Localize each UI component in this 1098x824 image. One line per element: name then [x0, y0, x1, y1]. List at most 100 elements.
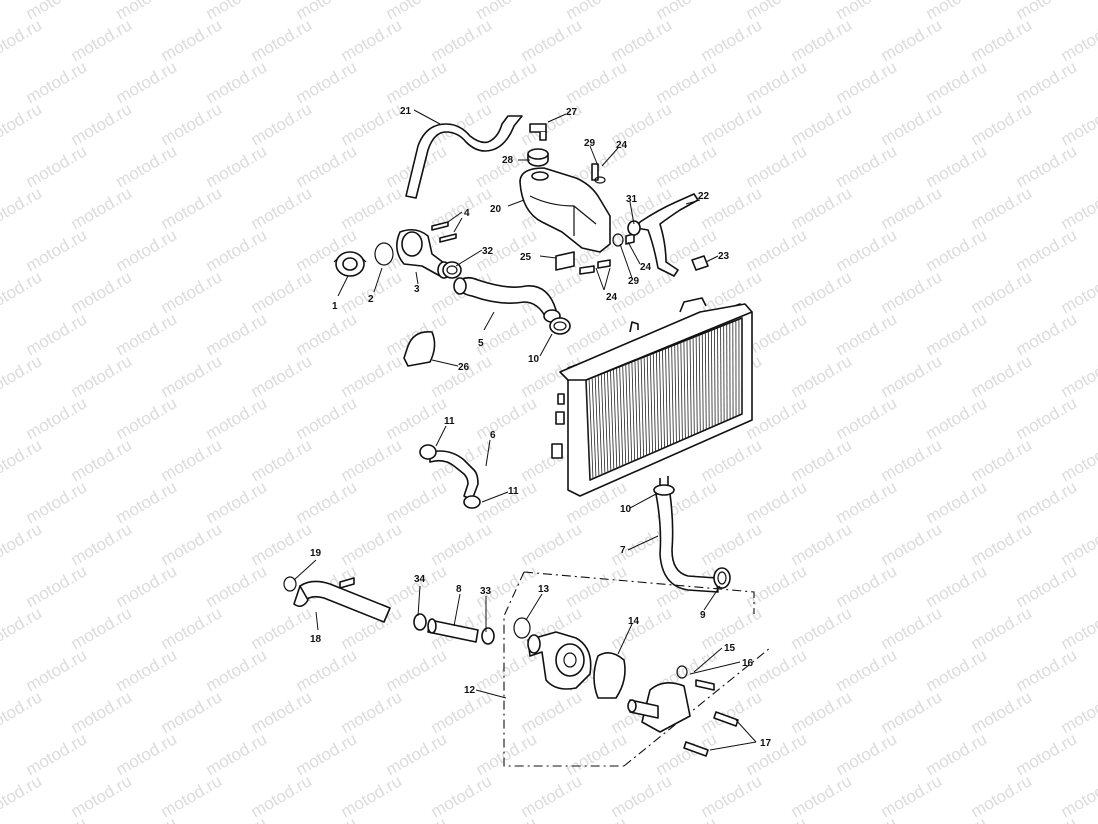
watermark-text: motod.ru — [878, 183, 946, 233]
watermark-text: motod.ru — [338, 15, 406, 65]
watermark-text: motod.ru — [833, 813, 901, 824]
watermark-text: motod.ru — [68, 99, 136, 149]
callout-9: 9 — [700, 610, 706, 621]
watermark-text: motod.ru — [743, 225, 811, 275]
callout-10-lower: 10 — [620, 504, 632, 515]
watermark-text: motod.ru — [1013, 225, 1081, 275]
watermark-text: motod.ru — [158, 183, 226, 233]
watermark-text: motod.ru — [248, 519, 316, 569]
watermark-text: motod.ru — [0, 519, 45, 569]
watermark-text: motod.ru — [473, 393, 541, 443]
callout-32: 32 — [482, 246, 494, 257]
watermark-text: motod.ru — [113, 729, 181, 779]
callout-5: 5 — [478, 338, 484, 349]
watermark-text: motod.ru — [698, 519, 766, 569]
callout-29-bottom: 29 — [628, 276, 640, 287]
callout-13: 13 — [538, 584, 550, 595]
watermark-text: motod.ru — [968, 351, 1036, 401]
watermark-text: motod.ru — [608, 267, 676, 317]
watermark-text: motod.ru — [743, 813, 811, 824]
watermark-text: motod.ru — [1058, 771, 1098, 821]
watermark-text: motod.ru — [1013, 57, 1081, 107]
watermark-text: motod.ru — [428, 519, 496, 569]
watermark-text: motod.ru — [878, 603, 946, 653]
thermostat-o-ring — [374, 242, 394, 266]
watermark-text: motod.ru — [833, 729, 901, 779]
reservoir-bracket — [555, 251, 575, 271]
callout-7: 7 — [620, 545, 626, 556]
watermark-text: motod.ru — [68, 15, 136, 65]
watermark-text: motod.ru — [0, 15, 45, 65]
watermark-text: motod.ru — [788, 435, 856, 485]
callout-33: 33 — [480, 586, 492, 597]
watermark-text: motod.ru — [518, 519, 586, 569]
watermark-text: motod.ru — [248, 183, 316, 233]
watermark-text: motod.ru — [608, 771, 676, 821]
callout-27: 27 — [566, 107, 578, 118]
radiator-fin — [619, 366, 624, 466]
watermark-text: motod.ru — [788, 687, 856, 737]
watermark-text: motod.ru — [473, 813, 541, 824]
watermark-text: motod.ru — [968, 603, 1036, 653]
watermark-text: motod.ru — [788, 519, 856, 569]
callout-34: 34 — [414, 574, 426, 585]
callout-12: 12 — [464, 685, 476, 696]
watermark-text: motod.ru — [743, 561, 811, 611]
watermark-text: motod.ru — [878, 771, 946, 821]
callout-2: 2 — [368, 294, 374, 305]
watermark-text: motod.ru — [1013, 309, 1081, 359]
watermark-text: motod.ru — [968, 771, 1036, 821]
watermark-text: motod.ru — [653, 729, 721, 779]
radiator-fin — [686, 339, 689, 438]
radiator-fin — [707, 331, 710, 429]
watermark-text: motod.ru — [1058, 99, 1098, 149]
watermark-text: motod.ru — [1058, 435, 1098, 485]
watermark-text: motod.ru — [203, 57, 271, 107]
watermark-text: motod.ru — [878, 99, 946, 149]
watermark-text: motod.ru — [923, 57, 991, 107]
watermark-text: motod.ru — [1058, 267, 1098, 317]
watermark-text: motod.ru — [518, 15, 586, 65]
watermark-text: motod.ru — [203, 141, 271, 191]
watermark-text: motod.ru — [788, 267, 856, 317]
watermark-text: motod.ru — [1013, 729, 1081, 779]
radiator-fin — [613, 369, 618, 469]
callout-16: 16 — [742, 658, 754, 669]
watermark-text: motod.ru — [158, 267, 226, 317]
watermark-text: motod.ru — [1058, 519, 1098, 569]
watermark-text: motod.ru — [788, 99, 856, 149]
watermark-text: motod.ru — [203, 561, 271, 611]
coolant-pipe-18 — [293, 577, 391, 623]
watermark-text: motod.ru — [0, 267, 45, 317]
radiator-fin — [701, 333, 704, 431]
radiator-fin — [655, 352, 659, 451]
callout-4: 4 — [464, 208, 470, 219]
radiator-fin — [714, 328, 716, 426]
clamp-31 — [627, 220, 641, 236]
watermark-text: motod.ru — [878, 351, 946, 401]
watermark-text: motod.ru — [23, 477, 91, 527]
watermark-text: motod.ru — [923, 393, 991, 443]
callout-26: 26 — [458, 362, 470, 373]
watermark-text: motod.ru — [0, 435, 45, 485]
housing-bolts — [431, 221, 457, 243]
callout-23: 23 — [718, 251, 730, 262]
radiator-fin — [637, 359, 642, 459]
watermark-text: motod.ru — [68, 183, 136, 233]
watermark-text: motod.ru — [833, 645, 901, 695]
hose-clamp-10-upper — [549, 317, 571, 335]
clamp-33 — [481, 627, 495, 645]
watermark-text: motod.ru — [68, 519, 136, 569]
radiator-fin — [594, 376, 600, 477]
watermark-text: motod.ru — [473, 57, 541, 107]
radiator-fin — [665, 348, 668, 447]
radiator-fin — [646, 355, 651, 455]
watermark-text: motod.ru — [203, 645, 271, 695]
callout-21: 21 — [400, 106, 412, 117]
watermark-text: motod.ru — [383, 477, 451, 527]
callout-15: 15 — [724, 643, 736, 654]
watermark-text: motod.ru — [788, 15, 856, 65]
watermark-text: motod.ru — [833, 57, 901, 107]
callout-25: 25 — [520, 252, 532, 263]
